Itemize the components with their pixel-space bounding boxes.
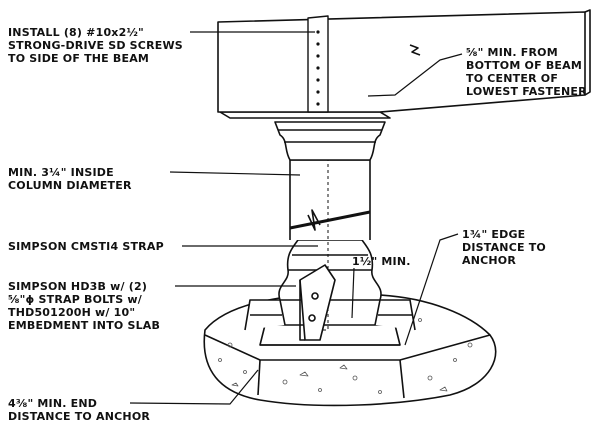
callout-hd3b: SIMPSON HD3B w/ (2)⅝"ϕ STRAP BOLTS w/ TH… xyxy=(8,280,161,332)
column-shaft xyxy=(289,159,371,240)
callout-screws: INSTALL (8) #10x2½"STRONG-DRIVE SD SCREW… xyxy=(8,26,183,65)
callout-half-min: 1½" MIN. xyxy=(352,255,411,268)
column-capital xyxy=(219,111,391,161)
callout-strap: SIMPSON CMSTI4 STRAP xyxy=(8,240,164,253)
callout-leaders xyxy=(129,31,463,405)
hd3b-holddown xyxy=(299,264,336,341)
column-plinth xyxy=(244,299,416,346)
